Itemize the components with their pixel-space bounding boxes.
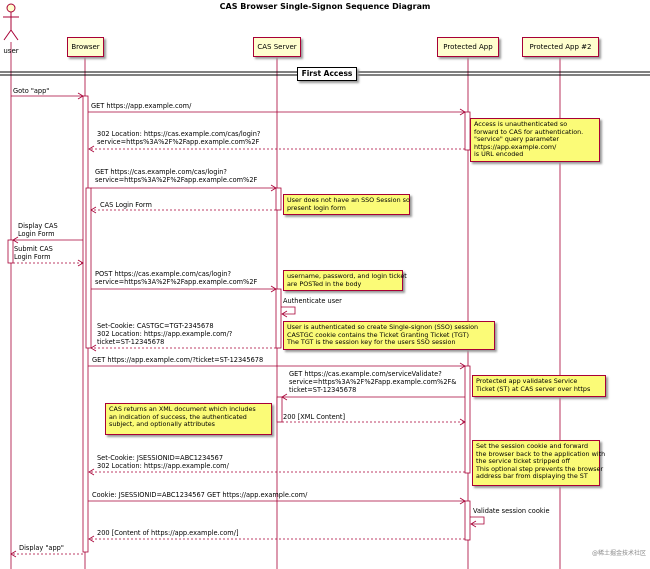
note: Set the session cookie and forward the b…	[472, 440, 605, 486]
message-label: Submit CAS Login Form	[14, 245, 53, 261]
arrowhead-icon	[281, 310, 288, 318]
arrowhead-icon	[459, 108, 466, 116]
participant-protected-app: Protected App	[437, 37, 499, 57]
note: Access is unauthenticated so forward to …	[470, 118, 600, 162]
message-label: Display CAS Login Form	[18, 222, 58, 238]
note: username, password, and login ticket are…	[283, 270, 407, 291]
activation-bar-protected-app	[464, 365, 471, 474]
self-message-arrow	[281, 306, 296, 315]
note: Protected app validates Service Ticket (…	[472, 375, 606, 397]
message-label: Set-Cookie: CASTGC=TGT-2345678 302 Locat…	[97, 322, 233, 346]
message-label: Display "app"	[19, 544, 64, 552]
message-label: GET https://cas.example.com/serviceValid…	[289, 370, 457, 394]
message-label: CAS Login Form	[100, 201, 152, 209]
message-label: GET https://cas.example.com/cas/login? s…	[95, 168, 258, 184]
arrowhead-icon	[270, 285, 277, 293]
activation-bar-protected-app	[464, 500, 471, 541]
self-message-arrow	[470, 516, 485, 525]
participant-cas-server: CAS Server	[253, 37, 301, 57]
message-label: Goto "app"	[13, 87, 50, 95]
note: User is authenticated so create Single-s…	[283, 321, 495, 350]
arrowhead-icon	[88, 535, 95, 543]
message-label: Validate session cookie	[473, 507, 550, 515]
message-label: Set-Cookie: JSESSIONID=ABC1234567 302 Lo…	[97, 454, 229, 470]
message-label: Authenticate user	[283, 297, 342, 305]
note: CAS returns an XML document which includ…	[105, 403, 272, 435]
actor-user-label: user	[3, 47, 19, 55]
activation-bar-user	[7, 239, 14, 264]
arrowhead-icon	[90, 344, 97, 352]
message-label: Cookie: JSESSIONID=ABC1234567 GET https:…	[92, 491, 308, 499]
arrowhead-icon	[10, 550, 17, 558]
participant-browser: Browser	[67, 37, 104, 57]
arrowhead-icon	[459, 362, 466, 370]
arrowhead-icon	[270, 184, 277, 192]
arrowhead-icon	[470, 520, 477, 528]
activation-bar-cas-server	[275, 288, 282, 349]
diagram-title: CAS Browser Single-Signon Sequence Diagr…	[219, 2, 431, 11]
arrowhead-icon	[12, 236, 19, 244]
watermark: @稀土掘金技术社区	[591, 550, 646, 557]
message-label: 200 [Content of https://app.example.com/…	[97, 529, 239, 537]
arrowhead-icon	[90, 206, 97, 214]
message-label: 302 Location: https://cas.example.com/ca…	[97, 130, 261, 146]
divider-first-access: First Access	[297, 67, 357, 81]
participant-protected-app-2: Protected App #2	[522, 37, 599, 57]
activation-bar-cas-server	[275, 187, 282, 211]
arrowhead-icon	[88, 145, 95, 153]
activation-bar-browser-nested	[85, 187, 92, 349]
arrowhead-icon	[459, 497, 466, 505]
arrowhead-icon	[77, 259, 84, 267]
message-label: POST https://cas.example.com/cas/login? …	[95, 270, 258, 286]
actor-body-icon	[3, 12, 19, 41]
arrowhead-icon	[459, 418, 466, 426]
message-label: 200 [XML Content]	[283, 413, 346, 421]
arrowhead-icon	[88, 468, 95, 476]
activation-bar-cas-server-nested	[276, 396, 283, 423]
message-label: GET https://app.example.com/	[91, 102, 192, 110]
arrowhead-icon	[77, 92, 84, 100]
arrowhead-icon	[281, 393, 288, 401]
message-label: GET https://app.example.com/?ticket=ST-1…	[92, 356, 264, 364]
note: User does not have an SSO Session so pre…	[283, 194, 410, 215]
